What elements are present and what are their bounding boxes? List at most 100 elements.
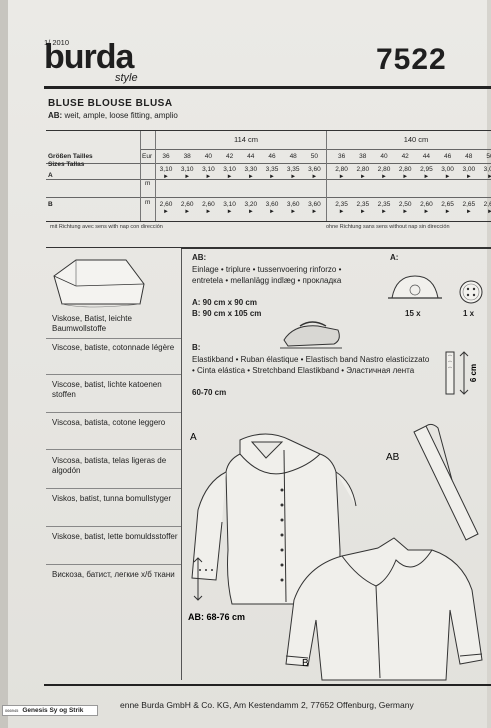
nap-arrow: ►	[205, 174, 212, 180]
row-label-b: B	[48, 201, 53, 208]
size-header-cell: 44	[422, 153, 430, 160]
nap-arrow: ►	[381, 209, 387, 215]
size-header-cell: 36	[162, 153, 170, 160]
nap-arrow: ►	[269, 209, 275, 215]
fabric-nl: Viscose, batist, lichte katoenen stoffen	[52, 380, 162, 399]
sticker-text: Genesis Sy og Strik	[22, 707, 84, 714]
nap-arrow: ►	[184, 209, 191, 215]
button-count-2: 1 x	[463, 309, 475, 318]
drawing-length: AB: 68-76 cm	[188, 612, 245, 622]
nap-arrow: ►	[444, 209, 451, 215]
garment-subtitle: AB: weit, ample, loose fitting, amplio	[48, 111, 178, 120]
nap-arrow: ►	[163, 209, 169, 215]
yardage-cell: 3,60	[286, 201, 300, 208]
nap-arrow: ►	[402, 174, 409, 180]
nap-arrow: ►	[465, 174, 472, 180]
drawing-label-ab: AB	[386, 452, 400, 463]
yardage-cell: 3,10	[223, 166, 236, 173]
unit-m-a: m	[145, 180, 151, 187]
yardage-cell: 3,10	[202, 166, 215, 173]
row-label-sizes-1: Größen Tailles	[48, 153, 93, 160]
nap-arrow: ►	[359, 174, 366, 180]
yardage-cell: 3,10	[159, 166, 173, 173]
size-header-cell: 40	[380, 153, 388, 160]
subtitle-text: weit, ample, loose fitting, amplio	[62, 111, 178, 120]
size-header-cell: 48	[289, 153, 297, 160]
technical-drawing: A AB B AB: 68-76 cm	[188, 423, 483, 681]
yardage-cell: 2,65	[483, 201, 491, 208]
nap-arrow: ►	[311, 209, 318, 215]
yardage-cell: 3,10	[223, 201, 236, 208]
pattern-number: 7522	[376, 43, 447, 76]
yardage-cell: 3,30	[244, 166, 258, 173]
yardage-cell: 2,95	[420, 166, 433, 173]
header-rule	[44, 86, 491, 89]
nap-arrow: ►	[338, 174, 345, 180]
yardage-cell: 2,60	[180, 201, 194, 208]
size-header-cell: 38	[183, 153, 191, 160]
note-without-nap: ohne Richtung sans sens without nap sin …	[326, 224, 450, 230]
notion-elastic-length: 60-70 cm	[192, 388, 227, 397]
yardage-cell: 3,00	[483, 166, 491, 173]
publisher-footer: enne Burda GmbH & Co. KG, Am Kestendamm …	[120, 700, 414, 710]
notion-ab-label: AB:	[192, 253, 207, 262]
drawing-label-b: B	[302, 658, 309, 669]
shank-button-icon	[388, 275, 442, 299]
size-header-cell: 46	[443, 153, 452, 160]
flat-button-icon	[459, 280, 483, 304]
yardage-cell: 2,50	[398, 201, 412, 208]
nap-arrow: ►	[290, 174, 297, 180]
button-count-1: 15 x	[405, 309, 421, 318]
garment-title: BLUSE BLOUSE BLUSA	[48, 98, 173, 109]
unit-m-b: m	[145, 199, 151, 206]
iron-icon	[280, 321, 342, 349]
drawing-label-a: A	[190, 432, 197, 443]
size-header-cell: 50	[486, 153, 491, 160]
yardage-cell: 3,20	[244, 201, 258, 208]
unit-eur: Eur	[142, 153, 153, 160]
nap-arrow: ►	[359, 209, 366, 215]
size-header-cell: 38	[359, 153, 367, 160]
row-label-a: A	[48, 172, 53, 179]
nap-arrow: ►	[290, 209, 297, 215]
note-with-nap: mit Richtung avec sens with nap con dire…	[50, 224, 163, 230]
yardage-cell: 3,35	[265, 166, 279, 173]
yardage-cell: 3,60	[265, 201, 279, 208]
yardage-cell: 3,35	[286, 166, 300, 173]
size-header-cell: 40	[204, 153, 212, 160]
yardage-cell: 2,35	[335, 201, 348, 208]
notion-interfacing-a: A: 90 cm x 90 cm	[192, 298, 257, 307]
yardage-cell: 3,00	[462, 166, 476, 173]
yardage-cell: 2,80	[356, 166, 370, 173]
nap-arrow: ►	[381, 174, 387, 180]
yardage-cell: 2,65	[462, 201, 476, 208]
nap-arrow: ►	[423, 174, 430, 180]
yardage-cell: 3,60	[308, 166, 321, 173]
yardage-cell: 2,35	[377, 201, 391, 208]
size-header-cell: 50	[310, 153, 318, 160]
sticker-code: 066945	[5, 708, 19, 713]
elastic-width-label: 6 cm	[469, 364, 478, 382]
fabric-es: Viscosa, batista, telas ligeras de algod…	[52, 456, 167, 475]
nap-arrow: ►	[226, 174, 233, 180]
size-header-cell: 44	[247, 153, 255, 160]
fabric-se: Viskos, batist, tunna bomullstyger	[52, 494, 172, 503]
fabric-fr: Viscose, batiste, cotonnade légère	[52, 343, 175, 352]
fabric-it: Viscosa, batista, cotone leggero	[52, 418, 166, 427]
issue-number: 1/ 2010	[44, 38, 70, 47]
subtitle-prefix: AB:	[48, 111, 63, 120]
width-header-140: 140 cm	[403, 135, 429, 144]
nap-arrow: ►	[311, 174, 318, 180]
nap-arrow: ►	[487, 174, 491, 180]
size-header-cell: 42	[401, 153, 409, 160]
width-header-114: 114 cm	[233, 135, 259, 144]
nap-arrow: ►	[423, 209, 430, 215]
nap-arrow: ►	[444, 174, 451, 180]
nap-arrow: ►	[269, 174, 275, 180]
notion-interfacing-b: B: 90 cm x 105 cm	[192, 309, 262, 318]
size-yardage-table: 114 cm 140 cm Größen Tailles Sizes Talla…	[46, 130, 491, 222]
yardage-cell: 3,60	[308, 201, 321, 208]
fabric-fold-icon	[53, 259, 145, 308]
yardage-cell: 2,35	[356, 201, 370, 208]
